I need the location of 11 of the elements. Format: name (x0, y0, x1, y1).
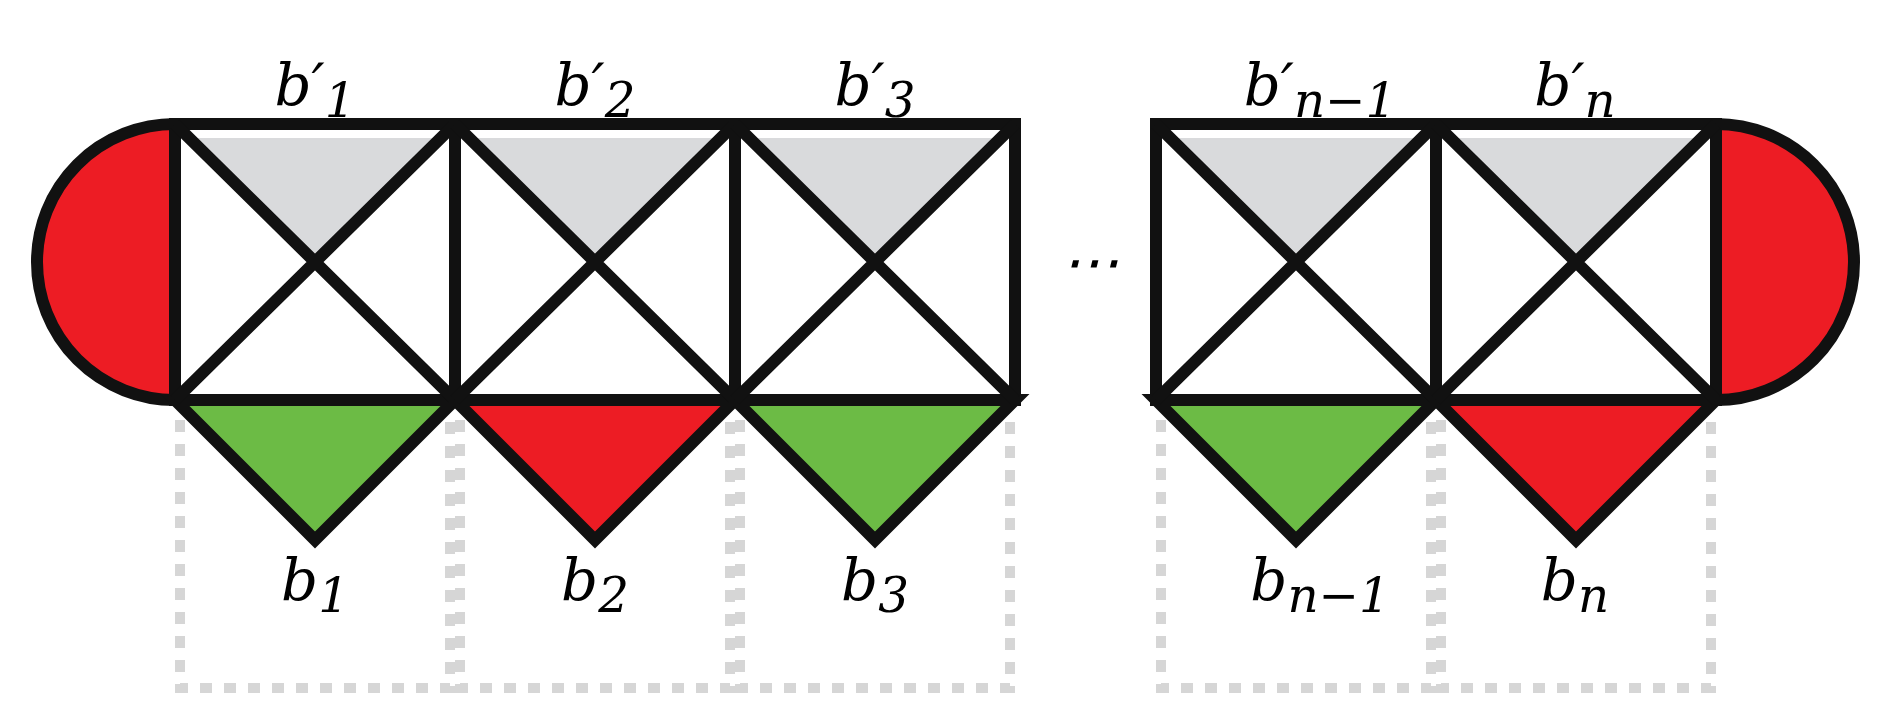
variable-label: b$_{1}$ (281, 550, 349, 620)
variable-label: b$_{3}$ (841, 550, 909, 620)
variable-label: b$_{n−1}$ (1250, 550, 1390, 620)
variable-label: b′$_{2}$ (554, 55, 636, 125)
variable-label: b$_{2}$ (561, 550, 629, 620)
variable-label: b′$_{1}$ (274, 55, 356, 125)
variable-label: b$_{n}$ (1540, 550, 1610, 620)
ellipsis-label: ⋯ (1061, 233, 1119, 291)
variable-label: b′$_{n}$ (1534, 55, 1616, 125)
variable-label: b′$_{n−1}$ (1243, 55, 1397, 125)
variable-label: b′$_{3}$ (834, 55, 916, 125)
